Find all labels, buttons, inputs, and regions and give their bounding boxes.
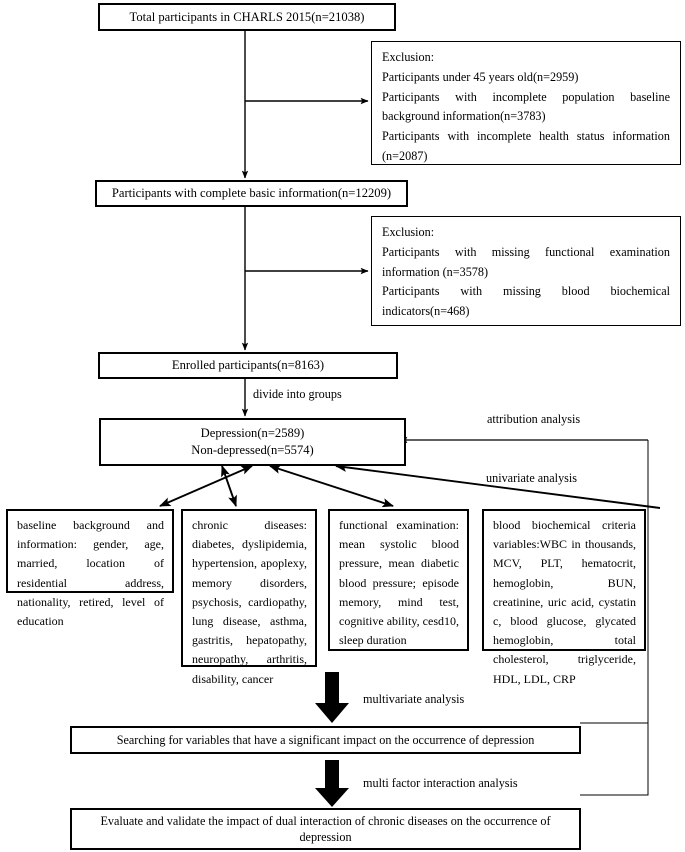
chronic-diseases-text: chronic diseases: diabetes, dyslipidemia…: [192, 518, 307, 686]
exclusion-2-line-2: Participants with missing blood biochemi…: [382, 284, 670, 319]
node-chronic-diseases: chronic diseases: diabetes, dyslipidemia…: [181, 509, 317, 686]
searching-variables-text: Searching for variables that have a sign…: [116, 732, 535, 747]
node-groups-non-depressed: Non-depressed(n=5574): [191, 443, 314, 457]
node-functional-examination: functional examination: mean systolic bl…: [328, 509, 469, 651]
thick-arrow-multi-factor: [315, 760, 349, 807]
edge-label-multi-factor-interaction-analysis: multi factor interaction analysis: [363, 776, 518, 791]
exclusion-1-line-2: Participants with incomplete population …: [382, 89, 670, 124]
node-total-participants: Total participants in CHARLS 2015(n=2103…: [98, 3, 396, 31]
node-exclusion-2: Exclusion: Participants with missing fun…: [371, 216, 681, 326]
baseline-background-text: baseline background and information: gen…: [17, 518, 164, 628]
blood-biochemical-text: blood biochemical criteria variables:WBC…: [493, 518, 636, 686]
node-enrolled-participants: Enrolled participants(n=8163): [98, 352, 398, 379]
exclusion-2-line-1: Participants with missing functional exa…: [382, 244, 670, 279]
exclusion-1-line-3: Participants with incomplete health stat…: [382, 129, 670, 163]
node-complete-basic-label: Participants with complete basic informa…: [111, 186, 392, 201]
thick-arrow-multivariate: [315, 672, 349, 723]
node-exclusion-1: Exclusion: Participants under 45 years o…: [371, 41, 681, 165]
edge-label-attribution-analysis: attribution analysis: [487, 412, 580, 427]
divide-into-groups-text: divide into groups: [253, 387, 342, 401]
multi-factor-interaction-analysis-text: multi factor interaction analysis: [363, 776, 518, 790]
edge-label-multivariate-analysis: multivariate analysis: [363, 692, 464, 707]
node-groups: Depression(n=2589) Non-depressed(n=5574): [99, 418, 406, 466]
exclusion-1-heading: Exclusion:: [382, 50, 435, 64]
node-enrolled-label: Enrolled participants(n=8163): [171, 358, 325, 373]
node-baseline-background: baseline background and information: gen…: [6, 509, 174, 628]
evaluate-validate-text: Evaluate and validate the impact of dual…: [100, 813, 551, 844]
node-groups-depression: Depression(n=2589): [200, 426, 305, 441]
node-complete-basic-information: Participants with complete basic informa…: [95, 180, 408, 207]
node-blood-biochemical: blood biochemical criteria variables:WBC…: [482, 509, 646, 686]
node-evaluate-validate: Evaluate and validate the impact of dual…: [70, 808, 581, 850]
multivariate-analysis-text: multivariate analysis: [363, 692, 465, 706]
edge-label-univariate-analysis: univariate analysis: [486, 471, 577, 486]
node-searching-variables: Searching for variables that have a sign…: [70, 726, 581, 754]
exclusion-1-line-1: Participants under 45 years old(n=2959): [382, 69, 579, 84]
attribution-analysis-text: attribution analysis: [487, 412, 581, 426]
exclusion-2-heading: Exclusion:: [382, 225, 435, 239]
node-total-participants-label: Total participants in CHARLS 2015(n=2103…: [129, 9, 365, 24]
univariate-analysis-text: univariate analysis: [486, 471, 578, 485]
functional-examination-text: functional examination: mean systolic bl…: [339, 518, 459, 648]
edge-label-divide-into-groups: divide into groups: [253, 387, 342, 402]
